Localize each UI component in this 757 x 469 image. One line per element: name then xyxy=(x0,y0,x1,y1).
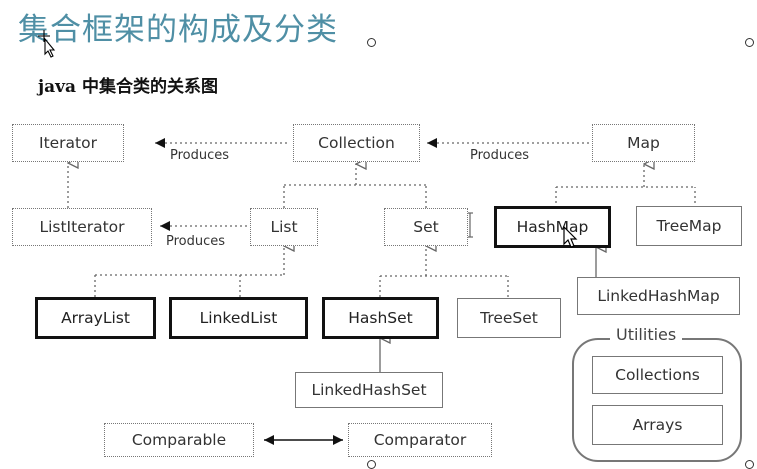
decorative-dot xyxy=(745,38,754,47)
mouse-cursor-icon xyxy=(563,226,578,248)
array-list-node: ArrayList xyxy=(35,297,156,339)
collections-node: Collections xyxy=(592,356,723,394)
hash-map-node: HashMap xyxy=(494,206,611,248)
linked-hash-map-node: LinkedHashMap xyxy=(577,277,740,315)
utilities-label: Utilities xyxy=(610,325,683,344)
decorative-dot xyxy=(367,38,376,47)
collection-node: Collection xyxy=(293,124,420,162)
arrays-node: Arrays xyxy=(592,405,723,445)
set-node: Set xyxy=(384,208,468,246)
tree-set-node: TreeSet xyxy=(457,298,561,338)
comparator-node: Comparator xyxy=(348,423,492,457)
map-produces-label: Produces xyxy=(470,148,530,163)
tree-map-node: TreeMap xyxy=(636,206,742,246)
map-node: Map xyxy=(592,124,695,162)
linked-list-node: LinkedList xyxy=(169,297,308,339)
move-cursor-icon xyxy=(38,30,56,58)
collection-produces-label: Produces xyxy=(170,148,230,163)
hash-set-node: HashSet xyxy=(322,297,439,339)
diagram-subtitle: java 中集合类的关系图 xyxy=(38,77,218,97)
comparable-node: Comparable xyxy=(104,423,254,457)
list-iterator-node: ListIterator xyxy=(12,208,152,246)
linked-hash-set-node: LinkedHashSet xyxy=(295,372,443,408)
page-title: 集合框架的构成及分类 xyxy=(18,12,338,48)
list-produces-label: Produces xyxy=(166,234,226,249)
iterator-node: Iterator xyxy=(12,124,124,162)
list-node: List xyxy=(250,208,318,246)
